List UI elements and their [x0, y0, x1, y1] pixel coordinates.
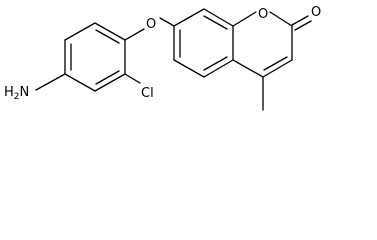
pyranone-ring: [232, 11, 293, 78]
aminochlorophenyl-ring: [64, 22, 126, 92]
bond-c-o-ether: [124, 28, 145, 41]
bond: [64, 73, 96, 92]
bond: [232, 11, 257, 27]
ring-oxygen-label: O: [258, 7, 268, 22]
amine-subscript: 2: [14, 92, 20, 102]
bond: [94, 73, 126, 92]
double-bond-inner: [95, 70, 120, 85]
carbonyl-bond: [294, 20, 312, 31]
bond: [64, 22, 96, 41]
bond: [173, 8, 205, 27]
amine-label: H2N: [4, 85, 29, 102]
double-bond-inner: [263, 56, 288, 71]
double-bond-inner: [203, 15, 228, 30]
bond: [269, 11, 293, 27]
ether-oxygen-label: O: [146, 17, 156, 32]
amine-h: H: [4, 85, 14, 100]
double-bond-inner: [203, 56, 228, 71]
chemical-structure: H2N Cl O O O: [4, 5, 321, 111]
bond: [232, 59, 264, 78]
carbonyl-bond: [291, 15, 309, 26]
bond-c-cl: [124, 73, 141, 84]
bond: [173, 59, 205, 78]
chlorine-label: Cl: [141, 86, 154, 101]
bond: [94, 22, 126, 41]
bond-c-n: [35, 73, 66, 91]
bond: [203, 59, 234, 78]
bond: [203, 8, 234, 27]
bond: [262, 59, 293, 78]
carbonyl-oxygen-label: O: [311, 5, 321, 20]
double-bond-inner: [95, 29, 120, 44]
amine-n: N: [20, 85, 30, 100]
coumarin-benzo-ring: [173, 8, 234, 78]
bond-o-c-ether: [159, 17, 175, 27]
